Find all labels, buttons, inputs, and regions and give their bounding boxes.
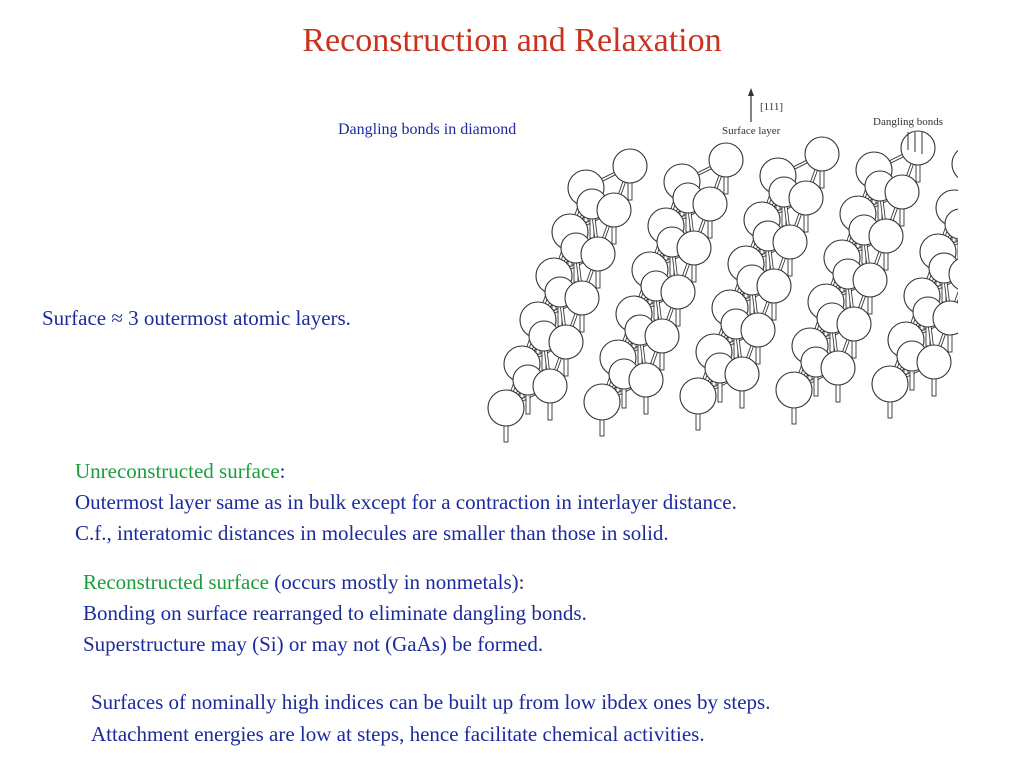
lattice-atom — [852, 262, 888, 298]
lattice-atom — [772, 224, 808, 260]
lattice-atom — [580, 236, 616, 272]
lattice-atom — [596, 192, 632, 228]
lattice-atom — [756, 268, 792, 304]
lattice-atom — [692, 186, 728, 222]
reconstructed-paragraph: Reconstructed surface (occurs mostly in … — [83, 567, 587, 660]
steps-line-2: Attachment energies are low at steps, he… — [91, 722, 705, 746]
lattice-atom — [804, 136, 840, 172]
lattice-atom — [820, 350, 856, 386]
unreconstructed-colon: : — [279, 459, 286, 483]
figure-caption: Dangling bonds in diamond — [338, 121, 517, 138]
lattice-atom — [900, 130, 936, 166]
lattice-atom — [583, 383, 621, 421]
unreconstructed-paragraph: Unreconstructed surface: Outermost layer… — [75, 456, 737, 549]
diamond-lattice-figure: [111] Surface layer Dangling bonds — [487, 88, 958, 443]
dangling-bonds-pointer — [907, 132, 923, 154]
unreconstructed-heading: Unreconstructed surface — [75, 459, 280, 483]
page-title: Reconstruction and Relaxation — [302, 22, 722, 59]
lattice-atom — [564, 280, 600, 316]
lattice-atom — [916, 344, 952, 380]
lattice-atom — [676, 230, 712, 266]
lattice-atom — [868, 218, 904, 254]
lattice-atom — [708, 142, 744, 178]
surface-layer-label: Surface layer — [722, 125, 781, 137]
lattice-atom — [948, 258, 958, 290]
lattice-atoms — [487, 130, 958, 427]
reconstructed-heading-rest: (occurs mostly in nonmetals): — [269, 570, 525, 594]
lattice-atom — [679, 377, 717, 415]
lattice-atom — [724, 356, 760, 392]
lattice-atom — [612, 148, 648, 184]
lattice-atom — [548, 324, 584, 360]
lattice-atom — [944, 208, 958, 240]
reconstructed-heading: Reconstructed surface — [83, 570, 269, 594]
dangling-bonds-label: Dangling bonds — [873, 116, 943, 128]
lattice-atom — [775, 371, 813, 409]
lattice-atom — [884, 174, 920, 210]
lattice-atom — [740, 312, 776, 348]
steps-paragraph: Surfaces of nominally high indices can b… — [91, 686, 770, 750]
lattice-atom — [788, 180, 824, 216]
lattice-atom — [660, 274, 696, 310]
unreconstructed-heading-line: Unreconstructed surface: — [75, 456, 737, 487]
steps-line-1: Surfaces of nominally high indices can b… — [91, 690, 771, 714]
lattice-atom — [932, 300, 958, 336]
lattice-atom — [951, 149, 958, 179]
lattice-atom — [628, 362, 664, 398]
reconstructed-line-1: Bonding on surface rearranged to elimina… — [83, 601, 587, 625]
lattice-atom — [871, 365, 909, 403]
reconstructed-line-2: Superstructure may (Si) or may not (GaAs… — [83, 632, 544, 656]
lattice-atom — [836, 306, 872, 342]
lattice-atom — [532, 368, 568, 404]
direction-arrow — [748, 88, 754, 122]
surface-note: Surface ≈ 3 outermost atomic layers. — [42, 306, 351, 330]
direction-label: [111] — [760, 101, 783, 113]
unreconstructed-line-1: Outermost layer same as in bulk except f… — [75, 490, 737, 514]
reconstructed-heading-line: Reconstructed surface (occurs mostly in … — [83, 567, 587, 598]
lattice-atom — [644, 318, 680, 354]
unreconstructed-line-2: C.f., interatomic distances in molecules… — [75, 521, 669, 545]
lattice-atom — [487, 389, 525, 427]
